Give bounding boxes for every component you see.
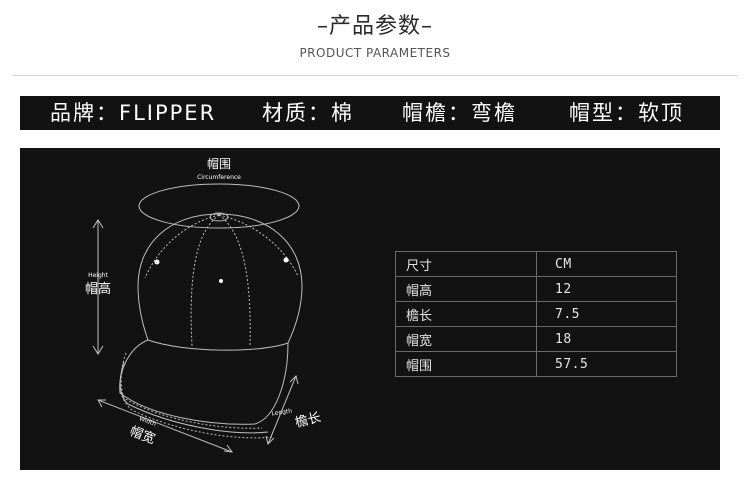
spec-brand: 品牌：FLIPPER bbox=[50, 101, 217, 125]
spec-brim: 帽檐：弯檐 bbox=[402, 101, 517, 125]
divider bbox=[12, 75, 738, 76]
table-row: 帽高 12 bbox=[395, 276, 677, 302]
eyelet bbox=[219, 279, 223, 283]
cap-brim bbox=[119, 339, 289, 425]
spec-crown: 帽型：软顶 bbox=[569, 101, 684, 125]
table-cell: 帽高 bbox=[395, 276, 537, 302]
table-row: 檐长 7.5 bbox=[395, 301, 677, 327]
table-header-row: 尺寸 CM bbox=[395, 251, 677, 277]
eyelet bbox=[154, 259, 160, 265]
cap-diagram: 帽围 Circumference Height 帽高 Width 帽宽 Leng… bbox=[85, 156, 323, 453]
table-cell: 檐长 bbox=[395, 301, 537, 327]
table-cell: 7.5 bbox=[536, 301, 677, 327]
section-subtitle: PRODUCT PARAMETERS bbox=[299, 46, 451, 60]
eyelet bbox=[283, 257, 289, 263]
cap-crown bbox=[137, 213, 303, 351]
table-cell: 帽宽 bbox=[395, 326, 537, 352]
circumference-label-cn: 帽围 bbox=[207, 156, 231, 171]
length-label-cn: 檐长 bbox=[294, 410, 323, 431]
length-label-en: Length bbox=[271, 408, 293, 418]
width-label-en: Width bbox=[138, 415, 157, 428]
table-cell: 18 bbox=[536, 326, 677, 352]
table-header-cell: 尺寸 bbox=[395, 251, 537, 277]
width-arrow bbox=[97, 399, 233, 453]
table-row: 帽宽 18 bbox=[395, 326, 677, 352]
size-table: 尺寸 CM 帽高 12 檐长 7.5 帽宽 18 帽围 57.5 bbox=[395, 251, 677, 377]
table-row: 帽围 57.5 bbox=[395, 351, 677, 377]
height-label-cn: 帽高 bbox=[85, 281, 111, 297]
length-arrow bbox=[267, 375, 297, 445]
circumference-label-en: Circumference bbox=[197, 174, 241, 181]
table-cell: 57.5 bbox=[536, 351, 677, 377]
table-header-cell: CM bbox=[536, 251, 677, 277]
spec-material: 材质：棉 bbox=[262, 101, 354, 125]
circumference-ring bbox=[138, 183, 300, 229]
spec-bar: 品牌：FLIPPER 材质：棉 帽檐：弯檐 帽型：软顶 bbox=[20, 96, 720, 130]
cap-button bbox=[209, 212, 229, 222]
section-title: –产品参数– bbox=[316, 14, 433, 39]
table-cell: 12 bbox=[536, 276, 677, 302]
table-cell: 帽围 bbox=[395, 351, 537, 377]
height-label-en: Height bbox=[88, 272, 108, 279]
